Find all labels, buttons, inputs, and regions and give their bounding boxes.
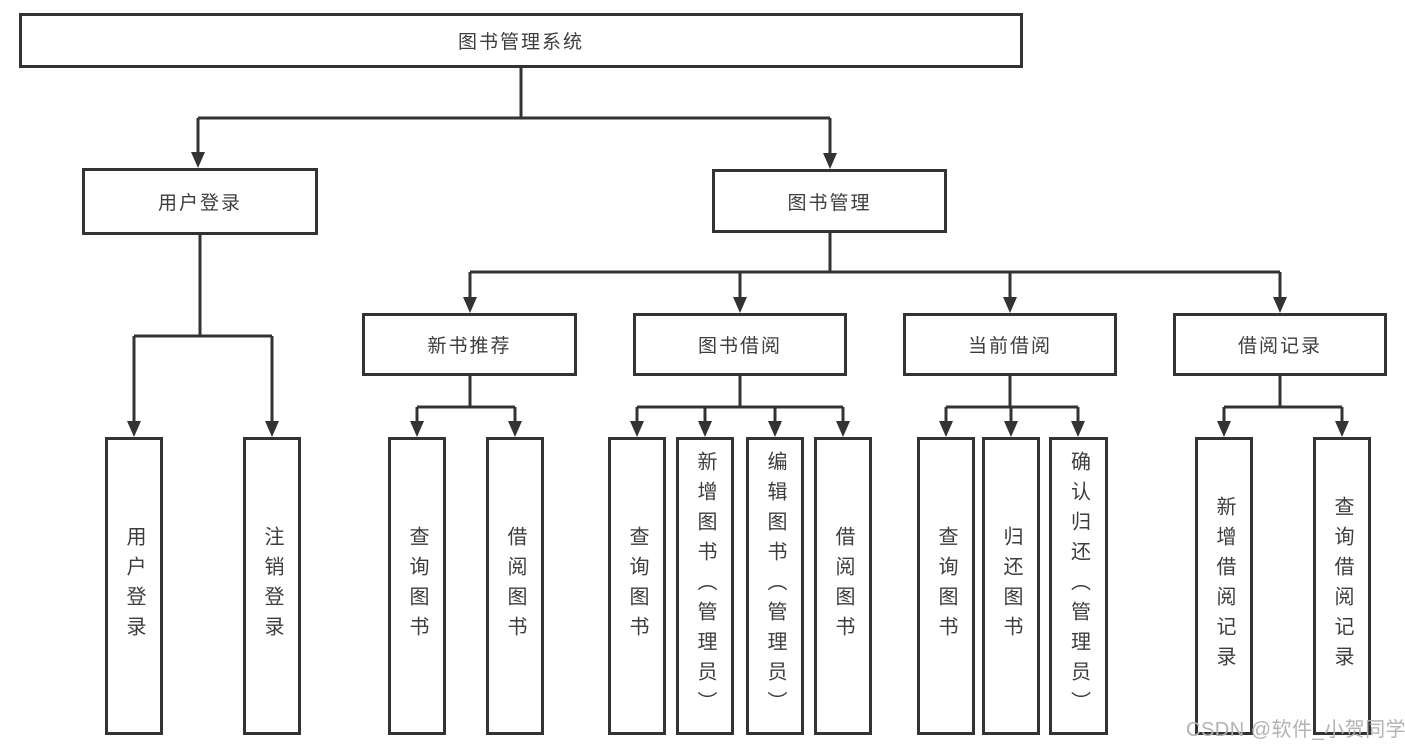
node-label: 借阅记录 <box>1237 336 1322 357</box>
node-new-book-recommend: 新书推荐 <box>362 313 577 376</box>
node-label: 归还图书 <box>1000 526 1022 646</box>
arrowheads <box>127 152 1349 437</box>
node-label: 图书管理系统 <box>457 32 584 53</box>
node-book-management: 图书管理 <box>712 169 947 233</box>
node-label: 新书推荐 <box>427 336 512 357</box>
leaf-edit-book-admin: 编辑图书（管理员） <box>746 437 804 735</box>
node-label: 编辑图书（管理员） <box>764 451 786 721</box>
node-label: 查询图书 <box>626 526 648 646</box>
node-label: 用户登录 <box>157 193 242 214</box>
leaf-borrow-book-recommend: 借阅图书 <box>486 437 544 735</box>
node-user-login: 用户登录 <box>82 168 318 235</box>
leaf-query-book-borrow: 查询图书 <box>608 437 666 735</box>
node-book-borrow: 图书借阅 <box>633 313 847 376</box>
node-current-borrow: 当前借阅 <box>903 313 1117 376</box>
leaf-query-book-recommend: 查询图书 <box>388 437 446 735</box>
leaf-logout: 注销登录 <box>243 437 301 735</box>
node-label: 新增图书（管理员） <box>694 451 716 721</box>
node-label: 查询图书 <box>935 526 957 646</box>
node-label: 查询图书 <box>406 526 428 646</box>
leaf-query-book-current: 查询图书 <box>917 437 975 735</box>
node-borrow-record: 借阅记录 <box>1173 313 1387 376</box>
csdn-watermark: CSDN @软件_小贺同学 <box>1186 719 1405 741</box>
node-label: 用户登录 <box>123 526 145 646</box>
node-label: 查询借阅记录 <box>1331 496 1353 676</box>
node-label: 图书管理 <box>787 192 872 214</box>
leaf-query-borrow-record: 查询借阅记录 <box>1313 437 1371 735</box>
leaf-confirm-return-admin: 确认归还（管理员） <box>1049 437 1108 735</box>
node-label: 确认归还（管理员） <box>1067 451 1090 721</box>
node-label: 图书借阅 <box>697 336 782 357</box>
node-label: 新增借阅记录 <box>1213 496 1235 676</box>
leaf-add-borrow-record: 新增借阅记录 <box>1195 437 1253 735</box>
leaf-add-book-admin: 新增图书（管理员） <box>676 437 734 735</box>
leaf-return-book: 归还图书 <box>982 437 1040 735</box>
leaf-borrow-book: 借阅图书 <box>814 437 872 735</box>
node-label: 借阅图书 <box>504 526 526 646</box>
node-library-management-system: 图书管理系统 <box>19 13 1023 68</box>
node-label: 当前借阅 <box>967 336 1052 357</box>
node-label: 借阅图书 <box>832 526 854 646</box>
leaf-user-login: 用户登录 <box>105 437 163 735</box>
node-label: 注销登录 <box>261 526 283 646</box>
